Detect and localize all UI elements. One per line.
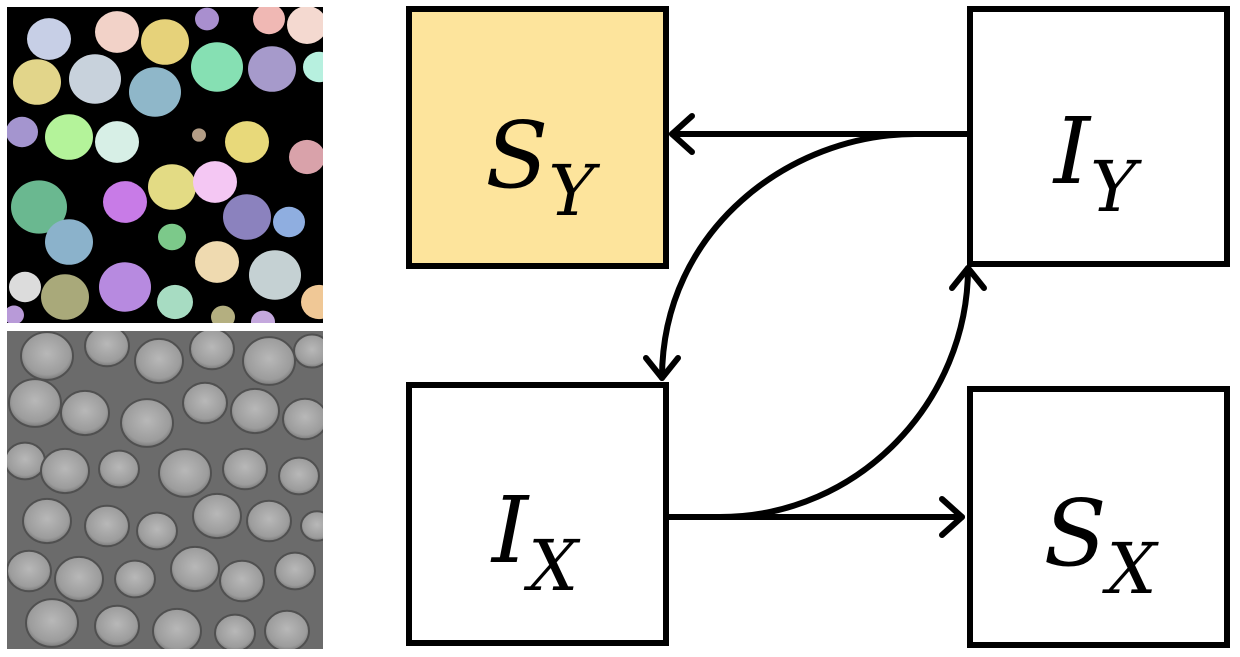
mask-cell [69, 54, 121, 104]
mask-cell [7, 305, 24, 323]
microscopy-cell [136, 511, 178, 551]
node-sy: SY [406, 6, 669, 269]
mask-cell [99, 262, 151, 312]
mask-cell [41, 274, 89, 320]
microscopy-cell [274, 551, 316, 591]
microscopy-cell [134, 337, 184, 385]
mask-cell [27, 18, 71, 60]
mask-cell [301, 284, 323, 320]
node-sx-label: SX [1044, 480, 1160, 610]
microscopy-cell [40, 447, 90, 495]
microscopy-cell [22, 497, 72, 545]
microscopy-cell [219, 559, 265, 603]
microscopy-cell [182, 381, 228, 425]
mask-cell [95, 11, 139, 53]
node-iy-label: IY [1052, 98, 1142, 228]
microscopy-cell [264, 609, 310, 649]
node-sy-label: SY [485, 102, 600, 232]
microscopy-cell [192, 492, 242, 540]
mask-cell [45, 219, 93, 265]
mask-cell [251, 310, 275, 323]
microscopy-image [7, 331, 323, 649]
microscopy-cell [222, 447, 268, 491]
mask-cell [13, 59, 61, 105]
microscopy-cell [278, 456, 320, 496]
microscopy-cell [120, 398, 174, 448]
mask-cell [193, 161, 237, 203]
mask-cell [211, 305, 235, 323]
mask-cell [191, 42, 243, 92]
microscopy-cell [214, 613, 256, 649]
mask-cell [148, 164, 196, 210]
mask-cell [192, 128, 206, 142]
arrow-ix-to-sx [665, 496, 965, 538]
microscopy-cell [98, 449, 140, 489]
mask-cell [141, 19, 189, 65]
microscopy-cell [189, 331, 235, 371]
mask-cell [45, 114, 93, 160]
microscopy-cell [94, 604, 140, 648]
microscopy-cell [60, 389, 110, 437]
microscopy-cell [25, 598, 79, 648]
mask-cell [289, 139, 323, 175]
mask-cell [129, 67, 181, 117]
microscopy-cell [293, 333, 323, 369]
mask-cell [287, 7, 323, 44]
mask-cell [253, 7, 285, 35]
arrow-ix-to-iy [665, 265, 987, 520]
mask-cell [195, 241, 239, 283]
mask-cell [157, 284, 193, 320]
microscopy-cell [114, 559, 156, 599]
microscopy-cell [158, 448, 212, 498]
mask-cell [249, 250, 301, 300]
mask-cell [195, 7, 219, 31]
node-sx: SX [967, 386, 1230, 648]
microscopy-cell [242, 336, 296, 386]
microscopy-cell [20, 331, 74, 381]
microscopy-cell [282, 397, 323, 441]
mask-cell [225, 121, 269, 163]
node-ix: IX [406, 382, 669, 646]
segmentation-mask-image [7, 7, 323, 323]
mask-cell [103, 181, 147, 223]
mask-cell [95, 121, 139, 163]
microscopy-cell [8, 378, 62, 428]
microscopy-cell [246, 499, 292, 543]
mask-cell [7, 116, 38, 148]
mask-cell [158, 223, 186, 251]
mask-cell [248, 46, 296, 92]
mask-cell [223, 194, 271, 240]
arrow-iy-to-ix [643, 131, 971, 381]
microscopy-cell [7, 549, 52, 593]
microscopy-cell [84, 331, 130, 368]
mask-cell [9, 271, 41, 303]
microscopy-cell [152, 607, 202, 649]
microscopy-cell [84, 504, 130, 548]
mask-cell [303, 51, 323, 83]
microscopy-cell [54, 555, 104, 603]
node-iy: IY [967, 6, 1230, 267]
microscopy-cell [170, 545, 220, 593]
microscopy-cell [230, 387, 280, 435]
mask-cell [273, 206, 305, 238]
mask-cell [11, 180, 67, 234]
microscopy-cell [300, 510, 323, 542]
node-ix-label: IX [490, 477, 581, 607]
microscopy-cell [7, 441, 46, 481]
